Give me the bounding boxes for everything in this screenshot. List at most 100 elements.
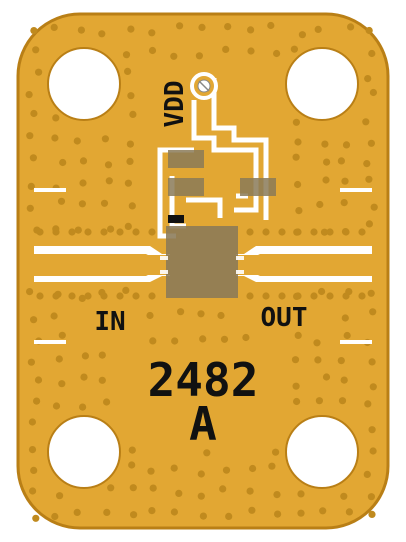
- via-dot: [294, 138, 302, 146]
- via-dot: [116, 228, 124, 236]
- ic-pads: [160, 256, 244, 274]
- via-dot: [128, 202, 136, 210]
- via-dot: [27, 182, 35, 190]
- via-dot: [362, 118, 370, 126]
- capacitor-c1: [168, 150, 204, 168]
- via-dot: [30, 466, 38, 474]
- via-dot: [293, 397, 301, 406]
- via-dot: [291, 356, 300, 364]
- part-number-label: 2482: [148, 353, 259, 407]
- via-dot: [56, 492, 64, 500]
- via-dot: [364, 75, 372, 83]
- via-dot: [35, 68, 43, 76]
- via-dot: [26, 132, 34, 140]
- via-dot: [68, 292, 76, 300]
- via-dot: [74, 226, 82, 234]
- via-dot: [363, 470, 371, 478]
- via-dot: [273, 491, 281, 499]
- via-dot: [107, 225, 115, 233]
- via-dot: [294, 228, 302, 236]
- via-dot: [369, 447, 377, 455]
- via-dot: [27, 358, 35, 366]
- via-dot: [128, 461, 136, 469]
- via-dot: [29, 316, 38, 324]
- out-label: OUT: [261, 303, 308, 333]
- via-dot: [246, 228, 254, 236]
- via-dot: [124, 222, 132, 230]
- via-dot: [199, 512, 207, 520]
- via-dot: [315, 397, 323, 405]
- via-dot: [170, 464, 178, 472]
- via-dot: [128, 446, 136, 454]
- via-dot: [104, 161, 113, 169]
- via-dot: [29, 154, 37, 162]
- via-dot: [343, 331, 351, 340]
- via-dot: [294, 292, 302, 300]
- via-dot: [52, 292, 60, 300]
- via-dot: [51, 512, 59, 521]
- via-dot: [124, 67, 132, 75]
- capacitor-c2: [168, 178, 204, 196]
- via-dot: [79, 157, 88, 165]
- via-dot: [149, 337, 157, 345]
- via-dot: [26, 204, 34, 212]
- via-dot: [130, 511, 138, 519]
- via-dot: [341, 314, 349, 322]
- via-dot: [149, 484, 157, 492]
- via-dot: [368, 426, 376, 434]
- via-dot: [203, 449, 211, 457]
- via-dot: [198, 23, 206, 31]
- via-dot: [98, 351, 106, 359]
- via-dot: [146, 311, 154, 320]
- via-dot: [107, 484, 115, 492]
- via-dot: [322, 176, 330, 184]
- rf-line-gaps: [34, 188, 372, 344]
- via-dot: [171, 337, 179, 345]
- via-dot: [268, 462, 276, 470]
- via-dot: [242, 333, 250, 342]
- mounting-hole-bottom-right: [285, 415, 359, 489]
- via-dot: [246, 292, 254, 300]
- via-dot: [292, 382, 300, 390]
- via-dot: [314, 25, 322, 33]
- via-dot: [222, 466, 231, 474]
- via-dot: [84, 228, 92, 236]
- via-dot: [103, 398, 111, 406]
- pin1-marker: [168, 215, 184, 223]
- via-dot: [100, 199, 109, 207]
- via-dot: [340, 376, 348, 384]
- via-dot: [127, 25, 135, 33]
- via-dot: [105, 177, 113, 185]
- via-dot: [98, 30, 106, 38]
- via-dot: [369, 88, 377, 97]
- revision-label: A: [189, 397, 217, 451]
- via-dot: [122, 286, 130, 294]
- via-dot: [367, 289, 375, 297]
- via-dot: [290, 45, 298, 53]
- via-dot: [25, 91, 33, 99]
- via-dot: [217, 311, 225, 320]
- via-dot: [148, 29, 156, 37]
- via-dot: [28, 418, 36, 426]
- mounting-hole-bottom-left: [47, 415, 121, 489]
- via-dot: [267, 21, 275, 30]
- via-dot: [78, 200, 86, 208]
- via-dot: [32, 514, 40, 522]
- in-label: IN: [94, 307, 125, 337]
- via-dot: [246, 487, 254, 495]
- via-dot: [197, 492, 205, 500]
- via-dot: [55, 355, 63, 363]
- via-dot: [337, 157, 345, 165]
- via-dot: [148, 46, 157, 55]
- via-dot: [100, 292, 108, 300]
- via-dot: [148, 292, 156, 300]
- via-dot: [220, 335, 229, 343]
- via-dot: [57, 197, 66, 205]
- via-dot: [278, 228, 286, 236]
- via-dot: [148, 228, 156, 236]
- via-dot: [368, 49, 376, 58]
- via-dot: [321, 140, 329, 148]
- via-dot: [314, 356, 322, 364]
- via-dot: [273, 49, 281, 58]
- capacitor-c3: [240, 178, 276, 196]
